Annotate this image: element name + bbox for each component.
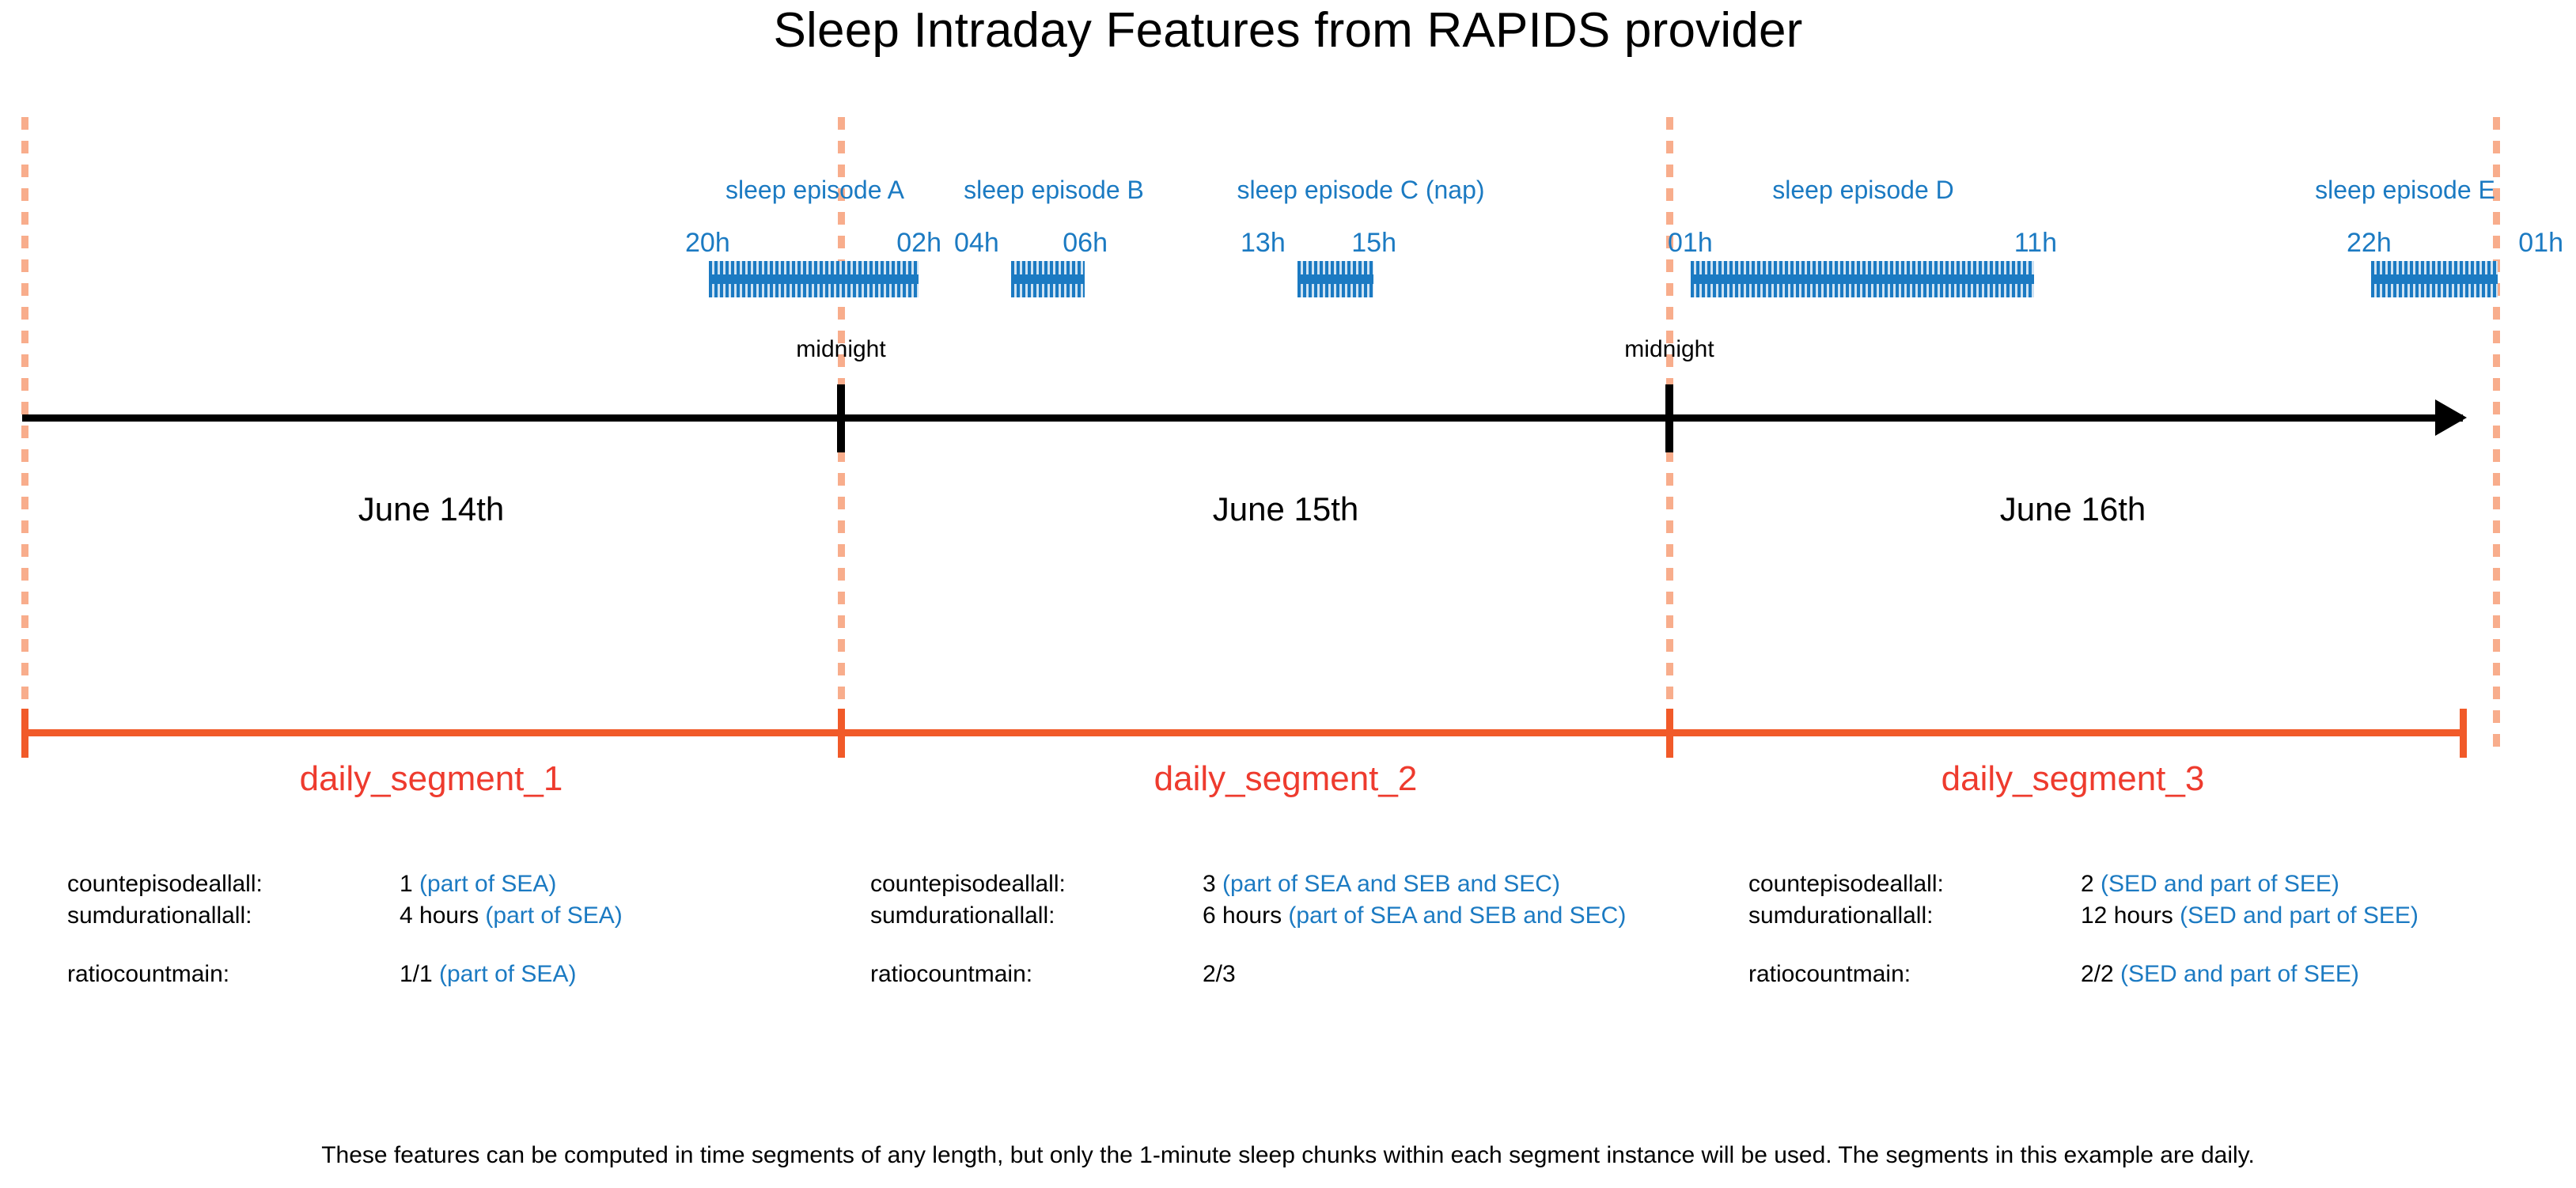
page-title: Sleep Intraday Features from RAPIDS prov…	[773, 3, 1803, 58]
arrow-right-icon	[2435, 399, 2467, 436]
episode-start-time-1: 20h	[685, 228, 730, 258]
segment-bracket	[22, 729, 2463, 736]
stat-gap	[870, 932, 1626, 959]
ratio-row-3-key: ratiocountmain:	[1748, 960, 1911, 987]
episode-bar-4	[1691, 261, 2034, 297]
midnight-tick-2	[1665, 384, 1673, 452]
midnight-label-2: midnight	[1624, 336, 1714, 362]
segment-label-3: daily_segment_3	[1941, 759, 2205, 798]
midnight-label-1: midnight	[796, 336, 886, 362]
stat-row-3-2: sumdurationallall: 12 hours (SED and part…	[1748, 900, 2419, 932]
timeline-axis	[22, 414, 2463, 422]
stat-row-1-2: sumdurationallall: 4 hours (part of SEA)	[67, 900, 623, 932]
episode-start-time-3: 13h	[1241, 228, 1286, 258]
stat-row-2-2-key: sumdurationallall:	[870, 902, 1055, 929]
ratio-row-2: ratiocountmain: 2/3	[870, 959, 1626, 990]
episode-start-time-5: 22h	[2347, 228, 2392, 258]
ratio-row-3: ratiocountmain: 2/2 (SED and part of SEE)	[1748, 959, 2419, 990]
stat-row-2-2-note: (part of SEA and SEB and SEC)	[1288, 902, 1627, 929]
segment-stats-column-1: countepisodeallall: 1 (part of SEA) sumdur…	[67, 868, 623, 990]
episode-end-time-3: 15h	[1351, 228, 1396, 258]
ratio-row-3-value: 2/2 (SED and part of SEE)	[2081, 960, 2359, 987]
day-boundary-line-1	[21, 117, 28, 750]
stat-row-3-2-value: 12 hours (SED and part of SEE)	[2081, 902, 2419, 929]
episode-end-time-2: 06h	[1063, 228, 1108, 258]
ratio-row-1-note: (part of SEA)	[439, 960, 577, 987]
episode-label-2: sleep episode B	[964, 176, 1144, 204]
segment-stats-column-2: countepisodeallall: 3 (part of SEA and SE…	[870, 868, 1626, 990]
ratio-row-2-value: 2/3	[1203, 960, 1236, 987]
stat-row-3-1-note: (SED and part of SEE)	[2101, 871, 2339, 897]
stat-gap	[67, 932, 623, 959]
episode-label-5: sleep episode E	[2315, 176, 2495, 204]
episode-start-time-4: 01h	[1668, 228, 1713, 258]
segment-label-2: daily_segment_2	[1154, 759, 1418, 798]
segment-label-1: daily_segment_1	[299, 759, 563, 798]
stat-row-3-1-key: countepisodeallall:	[1748, 871, 1944, 897]
footer-note: These features can be computed in time s…	[321, 1142, 2255, 1168]
ratio-row-1-key: ratiocountmain:	[67, 960, 230, 987]
episode-bar-1	[709, 261, 919, 297]
bracket-tick-4	[2460, 709, 2467, 758]
day-label-3: June 16th	[1999, 490, 2146, 528]
stat-row-2-2: sumdurationallall: 6 hours (part of SEA a…	[870, 900, 1626, 932]
episode-bar-2	[1011, 261, 1085, 297]
ratio-row-3-note: (SED and part of SEE)	[2120, 960, 2359, 987]
bracket-tick-2	[838, 709, 845, 758]
bracket-tick-1	[21, 709, 28, 758]
episode-bar-3	[1297, 261, 1373, 297]
segment-stats-column-3: countepisodeallall: 2 (SED and part of SE…	[1748, 868, 2419, 990]
stat-row-2-1-key: countepisodeallall:	[870, 871, 1066, 897]
stat-row-2-2-value: 6 hours (part of SEA and SEB and SEC)	[1203, 902, 1627, 929]
ratio-row-1: ratiocountmain: 1/1 (part of SEA)	[67, 959, 623, 990]
episode-label-4: sleep episode D	[1772, 176, 1954, 204]
stat-row-1-2-note: (part of SEA)	[485, 902, 623, 929]
stat-row-1-2-value: 4 hours (part of SEA)	[400, 902, 623, 929]
episode-end-time-1: 02h	[896, 228, 941, 258]
stat-row-2-1: countepisodeallall: 3 (part of SEA and SE…	[870, 868, 1626, 900]
stat-row-3-1-value: 2 (SED and part of SEE)	[2081, 871, 2339, 897]
stat-row-1-1-key: countepisodeallall:	[67, 871, 263, 897]
day-label-1: June 14th	[358, 490, 505, 528]
day-label-2: June 15th	[1212, 490, 1359, 528]
ratio-row-2-key: ratiocountmain:	[870, 960, 1033, 987]
episode-start-time-2: 04h	[954, 228, 999, 258]
stat-row-1-2-key: sumdurationallall:	[67, 902, 252, 929]
stat-row-2-1-note: (part of SEA and SEB and SEC)	[1222, 871, 1560, 897]
bracket-tick-3	[1666, 709, 1673, 758]
midnight-tick-1	[837, 384, 845, 452]
episode-label-3: sleep episode C (nap)	[1237, 176, 1485, 204]
stat-row-3-2-key: sumdurationallall:	[1748, 902, 1934, 929]
ratio-row-1-value: 1/1 (part of SEA)	[400, 960, 577, 987]
episode-bar-5	[2371, 261, 2498, 297]
episode-label-1: sleep episode A	[725, 176, 904, 204]
stat-gap	[1748, 932, 2419, 959]
stat-row-3-1: countepisodeallall: 2 (SED and part of SE…	[1748, 868, 2419, 900]
episode-end-time-4: 11h	[2013, 228, 2057, 258]
stat-row-2-1-value: 3 (part of SEA and SEB and SEC)	[1203, 871, 1560, 897]
stat-row-1-1-value: 1 (part of SEA)	[400, 871, 557, 897]
episode-end-time-5: 01h	[2518, 228, 2563, 258]
stat-row-1-1-note: (part of SEA)	[419, 871, 557, 897]
stat-row-1-1: countepisodeallall: 1 (part of SEA)	[67, 868, 623, 900]
day-boundary-line-4	[2493, 117, 2500, 750]
stat-row-3-2-note: (SED and part of SEE)	[2180, 902, 2419, 929]
